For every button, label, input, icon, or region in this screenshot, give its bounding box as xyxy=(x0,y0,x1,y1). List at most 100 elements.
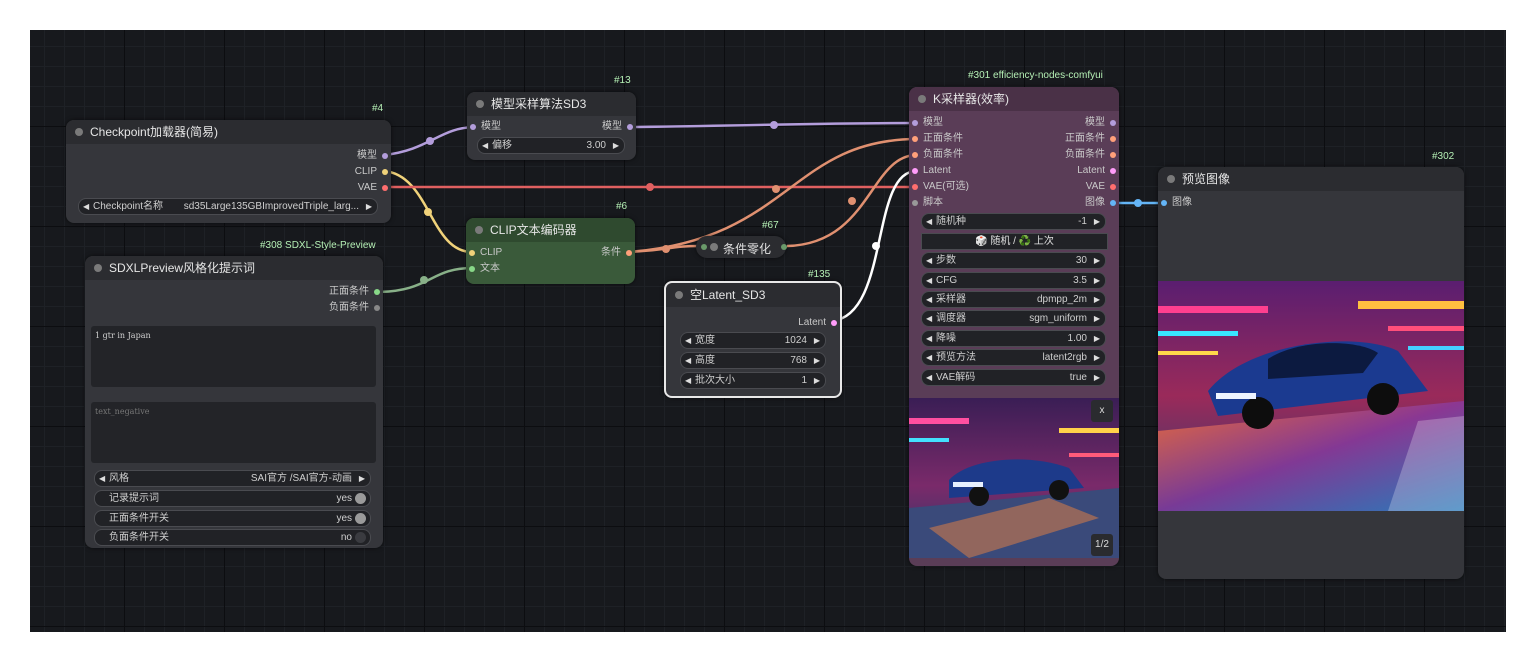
arrow-right-icon[interactable]: ▶ xyxy=(1093,295,1100,304)
wire-midpoint[interactable] xyxy=(646,183,654,191)
model-socket-icon[interactable] xyxy=(470,124,476,130)
cfg-widget[interactable]: ◀ CFG 3.5 ▶ xyxy=(921,272,1106,289)
output-latent[interactable]: Latent xyxy=(798,316,840,330)
input-image[interactable]: 图像 xyxy=(1158,196,1192,210)
output-negative[interactable]: 负面条件 xyxy=(329,301,383,315)
input-positive[interactable]: 正面条件 xyxy=(909,132,963,146)
input-negative[interactable]: 负面条件 xyxy=(909,148,963,162)
arrow-left-icon[interactable]: ◀ xyxy=(482,141,489,150)
toggle-knob-icon[interactable] xyxy=(355,493,366,504)
arrow-left-icon[interactable]: ◀ xyxy=(83,202,90,211)
toggle-knob-icon[interactable] xyxy=(355,513,366,524)
conditioning-socket-icon[interactable] xyxy=(1110,152,1116,158)
ksampler-efficient-node[interactable]: K采样器(效率) 模型 正面条件 负面条件 Latent VAE(可选) 脚本 … xyxy=(909,87,1119,566)
ksampler-preview-image[interactable]: x 1/2 xyxy=(909,398,1119,558)
arrow-left-icon[interactable]: ◀ xyxy=(926,256,933,265)
output-negative[interactable]: 负面条件 xyxy=(1065,148,1119,162)
input-clip[interactable]: CLIP xyxy=(466,246,502,260)
arrow-right-icon[interactable]: ▶ xyxy=(1093,276,1100,285)
latent-socket-icon[interactable] xyxy=(912,168,918,174)
model-socket-icon[interactable] xyxy=(627,124,633,130)
arrow-right-icon[interactable]: ▶ xyxy=(1093,353,1100,362)
input-model[interactable]: 模型 xyxy=(467,120,501,134)
arrow-right-icon[interactable]: ▶ xyxy=(1093,314,1100,323)
conditioning-socket-icon[interactable] xyxy=(912,152,918,158)
style-combo[interactable]: ◀ 风格 SAI官方 /SAI官方-动画 ▶ xyxy=(94,470,371,487)
wire-midpoint[interactable] xyxy=(424,208,432,216)
conditioning-socket-icon[interactable] xyxy=(912,136,918,142)
wire-cond-zero-negative[interactable] xyxy=(786,153,917,248)
conditioning-zero-out-node[interactable]: 条件零化 xyxy=(696,236,787,258)
output-image[interactable]: 图像 xyxy=(1085,196,1119,210)
arrow-right-icon[interactable]: ▶ xyxy=(365,202,372,211)
arrow-right-icon[interactable]: ▶ xyxy=(1093,334,1100,343)
checkpoint-loader-node[interactable]: Checkpoint加载器(简易) 模型 CLIP VAE ◀ Checkpoi… xyxy=(66,120,391,223)
checkpoint-name-combo[interactable]: ◀ Checkpoint名称 sd35Large135GBImprovedTri… xyxy=(78,198,378,215)
wire-midpoint[interactable] xyxy=(420,276,428,284)
script-socket-icon[interactable] xyxy=(912,200,918,206)
image-socket-icon[interactable] xyxy=(1161,200,1167,206)
model-socket-icon[interactable] xyxy=(1110,120,1116,126)
input-text[interactable]: 文本 xyxy=(466,262,500,276)
wire-midpoint[interactable] xyxy=(872,242,880,250)
preview-page-indicator[interactable]: 1/2 xyxy=(1091,534,1113,556)
wire-model-sampling-ksampler[interactable] xyxy=(635,121,917,129)
arrow-left-icon[interactable]: ◀ xyxy=(685,336,692,345)
collapse-dot-icon[interactable] xyxy=(476,100,484,108)
node-title[interactable]: CLIP文本编码器 xyxy=(466,218,635,242)
arrow-right-icon[interactable]: ▶ xyxy=(358,474,365,483)
arrow-left-icon[interactable]: ◀ xyxy=(926,276,933,285)
preview-output-image[interactable] xyxy=(1158,281,1464,511)
collapse-dot-icon[interactable] xyxy=(710,243,718,251)
arrow-right-icon[interactable]: ▶ xyxy=(813,376,820,385)
negative-prompt-textarea[interactable]: text_negative xyxy=(91,402,376,463)
wire-model-checkpoint-sampling[interactable] xyxy=(383,125,477,157)
conditioning-socket-icon[interactable] xyxy=(626,250,632,256)
input-vae[interactable]: VAE(可选) xyxy=(909,180,969,194)
sdxl-style-preview-node[interactable]: SDXLPreview风格化提示词 正面条件 负面条件 1 gtr in Jap… xyxy=(85,256,383,548)
output-positive[interactable]: 正面条件 xyxy=(329,285,383,299)
steps-widget[interactable]: ◀ 步数 30 ▶ xyxy=(921,252,1106,269)
arrow-left-icon[interactable]: ◀ xyxy=(99,474,106,483)
output-conditioning[interactable]: 条件 xyxy=(601,246,635,260)
positive-prompt-textarea[interactable]: 1 gtr in Japan xyxy=(91,326,376,387)
arrow-left-icon[interactable]: ◀ xyxy=(926,353,933,362)
conditioning-socket-icon[interactable] xyxy=(1110,136,1116,142)
string-socket-icon[interactable] xyxy=(374,289,380,295)
node-title[interactable]: 模型采样算法SD3 xyxy=(467,92,636,116)
latent-socket-icon[interactable] xyxy=(1110,168,1116,174)
output-vae[interactable]: VAE xyxy=(1086,180,1119,194)
denoise-widget[interactable]: ◀ 降噪 1.00 ▶ xyxy=(921,330,1106,347)
clip-text-encode-node[interactable]: CLIP文本编码器 CLIP 文本 条件 xyxy=(466,218,635,284)
text-socket-icon[interactable] xyxy=(469,266,475,272)
node-graph-canvas[interactable]: #4 Checkpoint加载器(简易) 模型 CLIP VAE ◀ Check… xyxy=(30,30,1506,632)
wire-midpoint[interactable] xyxy=(848,197,856,205)
node-title[interactable]: 预览图像 xyxy=(1158,167,1464,191)
node-title[interactable]: 空Latent_SD3 xyxy=(666,283,840,307)
arrow-left-icon[interactable]: ◀ xyxy=(926,295,933,304)
image-socket-icon[interactable] xyxy=(1110,200,1116,206)
wire-cond-encoder-positive[interactable] xyxy=(627,137,917,254)
arrow-left-icon[interactable]: ◀ xyxy=(926,334,933,343)
string-socket-icon[interactable] xyxy=(374,305,380,311)
arrow-right-icon[interactable]: ▶ xyxy=(612,141,619,150)
arrow-right-icon[interactable]: ▶ xyxy=(813,336,820,345)
vae-socket-icon[interactable] xyxy=(1110,184,1116,190)
seed-widget[interactable]: ◀ 随机种 -1 ▶ xyxy=(921,213,1106,230)
negative-switch-toggle[interactable]: 负面条件开关 no xyxy=(94,529,371,546)
preview-image-node[interactable]: 预览图像 图像 xyxy=(1158,167,1464,579)
arrow-left-icon[interactable]: ◀ xyxy=(685,376,692,385)
arrow-right-icon[interactable]: ▶ xyxy=(1093,217,1100,226)
arrow-right-icon[interactable]: ▶ xyxy=(1093,373,1100,382)
clip-socket-icon[interactable] xyxy=(469,250,475,256)
vae-socket-icon[interactable] xyxy=(912,184,918,190)
input-socket-icon[interactable] xyxy=(701,244,707,250)
wire-midpoint[interactable] xyxy=(1134,199,1142,207)
vae-decode-combo[interactable]: ◀ VAE解码 true ▶ xyxy=(921,369,1106,386)
collapse-dot-icon[interactable] xyxy=(675,291,683,299)
output-latent[interactable]: Latent xyxy=(1077,164,1119,178)
wire-midpoint[interactable] xyxy=(770,121,778,129)
output-clip[interactable]: CLIP xyxy=(355,165,391,179)
vae-socket-icon[interactable] xyxy=(382,185,388,191)
collapse-dot-icon[interactable] xyxy=(475,226,483,234)
